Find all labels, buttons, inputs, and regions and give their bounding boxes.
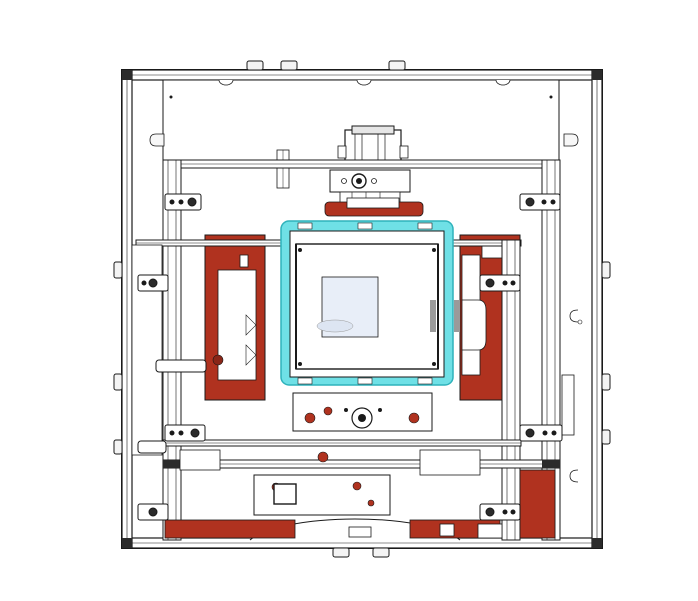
mounting-tab — [246, 60, 264, 71]
mounting-tab — [113, 439, 123, 455]
panel-slot — [563, 133, 579, 147]
mounting-tab — [601, 261, 611, 279]
top-mounting-tabs — [246, 60, 406, 71]
bolt-icon — [190, 428, 200, 438]
mounting-tab — [372, 547, 390, 558]
mounting-tab — [388, 60, 406, 71]
corner-cap-bottom-right — [592, 538, 602, 548]
left-red-plate — [204, 234, 266, 401]
corner-brackets — [137, 193, 563, 521]
mounting-tab — [332, 547, 350, 558]
mounting-tab — [601, 373, 611, 391]
right-mounting-tabs — [601, 261, 611, 445]
control-plate — [292, 392, 433, 432]
mounting-tab — [280, 60, 298, 71]
panel-cutout — [495, 79, 511, 86]
corner-bracket-icon — [164, 193, 202, 211]
left-vertical-rail — [162, 159, 182, 541]
highlighted-carriage — [280, 220, 460, 386]
left-mounting-tabs — [113, 261, 123, 455]
corner-bracket-icon — [519, 424, 563, 442]
corner-bracket-icon — [519, 193, 561, 211]
panel-cutout — [356, 79, 372, 86]
panel-slot — [149, 133, 165, 147]
bolt-icon — [525, 197, 535, 207]
bolt-icon — [148, 278, 158, 288]
motor-icon — [344, 129, 402, 165]
bolt-icon — [187, 197, 197, 207]
bottom-mounting-tabs — [332, 547, 390, 558]
right-side-slots — [561, 309, 583, 483]
bolt-icon — [485, 507, 495, 517]
upper-cross-beam — [162, 159, 561, 169]
mounting-tab — [601, 429, 611, 445]
corner-bracket-icon — [479, 503, 521, 521]
corner-bracket-icon — [479, 274, 521, 292]
corner-bracket-icon — [137, 503, 169, 521]
drive-red-strip — [324, 197, 424, 217]
lower-cross-rail — [162, 459, 561, 469]
bolt-icon — [148, 507, 158, 517]
corner-cap-top-left — [122, 70, 132, 80]
corner-cap-bottom-left — [122, 538, 132, 548]
mounting-tab — [113, 261, 123, 279]
drive-unit — [276, 125, 411, 207]
mounting-tab — [113, 373, 123, 391]
panel-cutout — [218, 79, 234, 86]
bolt-icon — [525, 428, 535, 438]
bottom-bracket-parts — [348, 523, 503, 539]
corner-cap-top-right — [592, 70, 602, 80]
bottom-assembly — [164, 449, 556, 541]
bolt-icon — [485, 278, 495, 288]
corner-bracket-icon — [164, 424, 206, 442]
corner-bracket-icon — [137, 274, 169, 292]
